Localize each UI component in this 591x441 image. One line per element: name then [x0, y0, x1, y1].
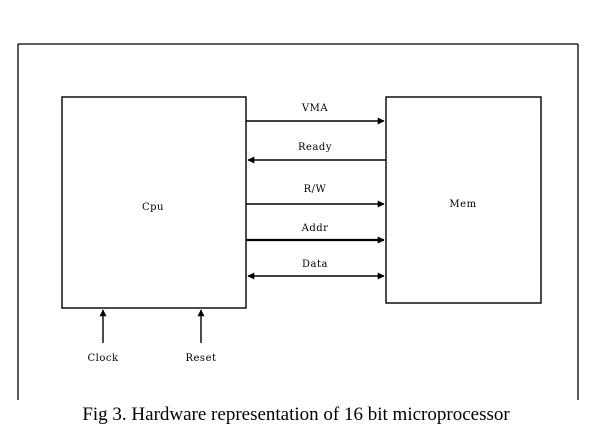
mem-block	[385, 96, 542, 304]
figure-frame	[17, 43, 579, 400]
figure-caption: Fig 3. Hardware representation of 16 bit…	[82, 404, 510, 425]
vma-label: VMA	[301, 103, 328, 114]
addr-label: Addr	[301, 223, 329, 234]
data-label: Data	[302, 259, 328, 270]
reset-label: Reset	[185, 353, 216, 364]
ready-label: Ready	[298, 142, 332, 153]
cpu-block	[61, 96, 247, 309]
cpu-label: Cpu	[142, 202, 164, 213]
rw-label: R/W	[304, 184, 327, 195]
mem-label: Mem	[449, 199, 476, 210]
clock-label: Clock	[87, 353, 118, 364]
